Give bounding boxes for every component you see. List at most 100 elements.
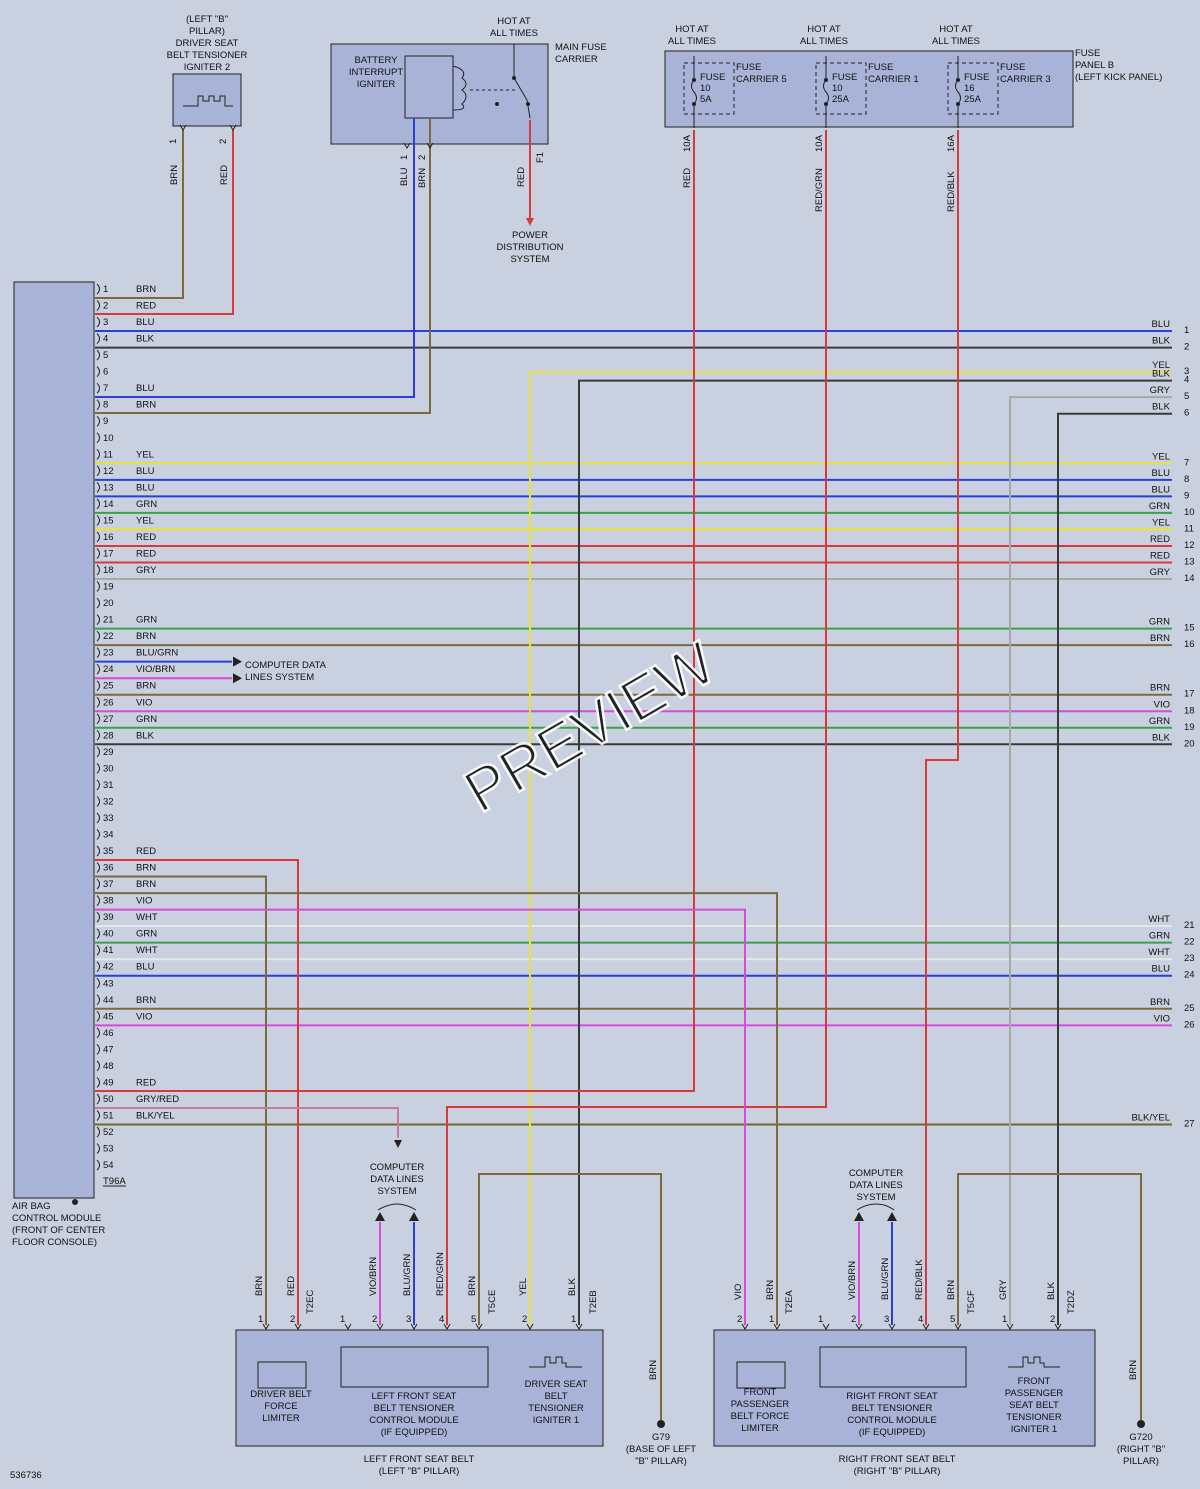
module-pin-color-14: GRN (136, 499, 157, 510)
offpage-color-1: BLU (1152, 319, 1171, 330)
pin-terminal (96, 1093, 100, 1105)
pin-terminal (96, 482, 100, 493)
offpage-color-7: YEL (1152, 451, 1170, 462)
left-module-label-line-1: BELT TENSIONER (374, 1403, 455, 1414)
pin-terminal (96, 895, 100, 906)
arrow-left-cdl-2 (409, 1212, 419, 1221)
wire-module-49 (95, 130, 695, 1092)
fuse1-wire: RED/GRN (814, 168, 825, 212)
module-pin-color-22: BRN (136, 631, 156, 642)
offpage-pin-15: 15 (1184, 623, 1195, 634)
offpage-color-18: VIO (1154, 699, 1170, 710)
fuse0-carrier-line-1: CARRIER 5 (736, 74, 787, 85)
offpage-pin-10: 10 (1184, 507, 1195, 518)
module-pin-color-15: YEL (136, 515, 154, 526)
module-pin-42: 42 (103, 962, 114, 973)
fuse2-carrier-line-0: FUSE (1000, 62, 1025, 73)
pin-terminal (96, 630, 100, 642)
g79-wire: BRN (648, 1360, 659, 1380)
fuse2-hot-line-0: HOT AT (939, 24, 973, 35)
module-pin-color-40: GRN (136, 929, 157, 940)
arrow-left-cdl-1 (375, 1212, 385, 1221)
fuse2-rating-line-1: 16 (964, 83, 975, 94)
module-pin-10: 10 (103, 433, 114, 444)
fuse0-rating-line-2: 5A (700, 94, 712, 105)
ground-g79 (657, 1420, 665, 1428)
module-pin-54: 54 (103, 1160, 114, 1171)
pin-terminal (96, 1060, 100, 1072)
right-wire-5: BRN (946, 1280, 957, 1300)
fuse1-hot-line-1: ALL TIMES (800, 36, 848, 47)
right-igniter-label-line-3: TENSIONER (1006, 1412, 1062, 1423)
left-wire-3: BLU/GRN (402, 1254, 413, 1296)
pin-terminal (96, 597, 100, 609)
module-pin-28: 28 (103, 730, 114, 741)
fuse0-hot-line-1: ALL TIMES (668, 36, 716, 47)
pin-terminal (96, 1027, 100, 1039)
pin-terminal (96, 977, 100, 989)
pin-terminal (96, 829, 100, 840)
main-fuse-label-line-1: CARRIER (555, 54, 598, 65)
right-module-label-line-1: BELT TENSIONER (852, 1403, 933, 1414)
left-wire-5: BRN (467, 1276, 478, 1296)
pin-terminal (96, 911, 100, 923)
pin-terminal (96, 465, 100, 477)
fuse1-hot-line-0: HOT AT (807, 24, 841, 35)
igniter2-label-line-1: PILLAR) (189, 26, 225, 37)
module-pin-color-28: BLK (136, 730, 155, 741)
offpage-pin-18: 18 (1184, 705, 1195, 716)
pin-terminal (96, 382, 100, 394)
left-igniter-label-line-0: DRIVER SEAT (525, 1379, 588, 1390)
pin-terminal (96, 763, 100, 774)
module-pin-color-4: BLK (136, 334, 155, 345)
pin-terminal (96, 432, 100, 444)
offpage-pin-5: 5 (1184, 391, 1189, 402)
offpage-pin-7: 7 (1184, 457, 1189, 468)
pin-terminal (96, 498, 100, 510)
right-pin-6 (954, 1323, 962, 1330)
offpage-color-13: RED (1150, 550, 1170, 561)
power-distribution-label-line-1: DISTRIBUTION (496, 242, 563, 253)
main-fuse-hot-line-1: ALL TIMES (490, 28, 538, 39)
g79-label-line-1: "B" PILLAR) (635, 1456, 687, 1467)
offpage-pin-24: 24 (1184, 970, 1195, 981)
g720-label-line-1: PILLAR) (1123, 1456, 1159, 1467)
igniter2-pin1 (179, 124, 187, 131)
offpage-color-17: BRN (1150, 683, 1170, 694)
module-pin-53: 53 (103, 1144, 114, 1155)
left-igniter-label-line-2: TENSIONER (528, 1403, 584, 1414)
module-pin-color-18: GRY (136, 565, 157, 576)
left-wire-6: YEL (518, 1278, 529, 1296)
module-pin-color-1: BRN (136, 284, 156, 295)
driver-belt-force-limiter (257, 1361, 307, 1389)
right-pin-7 (1006, 1323, 1014, 1330)
right-limiter-label-line-0: FRONT (744, 1387, 777, 1398)
module-pin-26: 26 (103, 697, 114, 708)
right-pin-5 (922, 1323, 930, 1330)
module-pin-17: 17 (103, 548, 114, 559)
offpage-color-12: RED (1150, 534, 1170, 545)
pin-terminal (96, 581, 100, 592)
right-module-label-line-3: (IF EQUIPPED) (859, 1427, 926, 1438)
module-pin-color-16: RED (136, 532, 156, 543)
left-igniter-label-line-1: BELT (544, 1391, 567, 1402)
pin-terminal (96, 1110, 100, 1121)
left-wire-7: BLK (567, 1277, 578, 1296)
module-pin-8: 8 (103, 400, 108, 411)
offpage-pin-16: 16 (1184, 639, 1195, 650)
bi-wire2: BRN (417, 168, 428, 188)
fuse-panel-label-line-1: PANEL B (1075, 60, 1114, 71)
arrow-cdl-50 (394, 1140, 402, 1148)
module-pin-15: 15 (103, 515, 114, 526)
module-pin-19: 19 (103, 582, 114, 593)
module-label-line-2: (FRONT OF CENTER (12, 1225, 105, 1236)
right-pin-num-7: 1 (1002, 1314, 1007, 1325)
fuse0-rating-line-0: FUSE (700, 72, 725, 83)
right-pin-1 (773, 1323, 781, 1330)
module-pin-color-36: BRN (136, 863, 156, 874)
pin-terminal (96, 944, 100, 956)
right-pin-num-0: 2 (737, 1314, 742, 1325)
offpage-color-27: BLK/YEL (1131, 1113, 1170, 1124)
right-igniter-label-line-0: FRONT (1018, 1376, 1051, 1387)
left-pin-num-5: 4 (439, 1314, 444, 1325)
